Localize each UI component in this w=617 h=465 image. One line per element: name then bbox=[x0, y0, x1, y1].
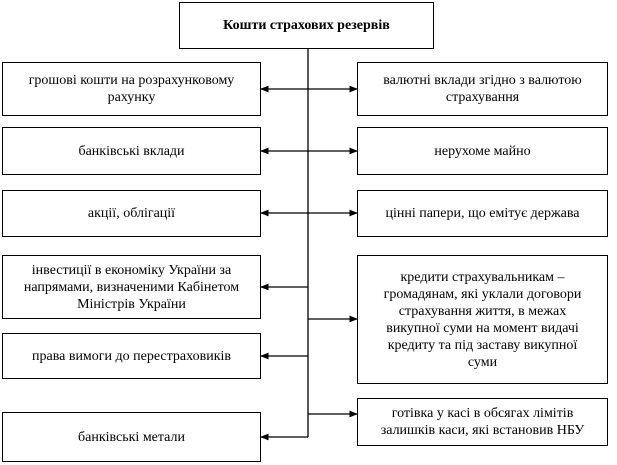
right-box-3: цінні папери, що емітує держава bbox=[357, 190, 608, 237]
right-box-3-text: цінні папери, що емітує держава bbox=[385, 206, 580, 221]
right-box-1-text: валютні вклади згідно з валютою страхува… bbox=[383, 73, 582, 105]
right-box-1: валютні вклади згідно з валютою страхува… bbox=[357, 62, 608, 116]
right-box-4: кредити страхувальникам – громадянам, як… bbox=[357, 255, 608, 384]
right-box-2: нерухоме майно bbox=[357, 127, 608, 175]
left-box-1: грошові кошти на розрахунковому рахунку bbox=[2, 62, 261, 116]
left-box-4: інвестиції в економіку України за напрям… bbox=[2, 255, 261, 319]
right-box-5: готівка у касі в обсягах лімітів залишкі… bbox=[357, 398, 608, 446]
right-box-2-text: нерухоме майно bbox=[434, 143, 531, 159]
left-box-3-text: акції, облігації bbox=[87, 206, 176, 221]
right-box-4-text: кредити страхувальникам – громадянам, як… bbox=[383, 269, 582, 370]
right-box-5-text: готівка у касі в обсягах лімітів залишкі… bbox=[380, 406, 585, 438]
left-box-2-text: банківські вклади bbox=[78, 143, 185, 159]
left-box-6: банківські метали bbox=[2, 412, 261, 462]
root-box: Кошти страхових резервів bbox=[179, 2, 434, 49]
left-box-3: акції, облігації bbox=[2, 190, 261, 237]
left-box-5: права вимоги до перестраховиків bbox=[2, 333, 261, 379]
left-box-4-text: інвестиції в економіку України за напрям… bbox=[23, 262, 240, 312]
root-title: Кошти страхових резервів bbox=[223, 18, 390, 33]
left-box-2: банківські вклади bbox=[2, 127, 261, 175]
left-box-5-text: права вимоги до перестраховиків bbox=[31, 348, 232, 364]
left-box-1-text: грошові кошти на розрахунковому рахунку bbox=[28, 73, 235, 105]
left-box-6-text: банківські метали bbox=[77, 429, 186, 445]
